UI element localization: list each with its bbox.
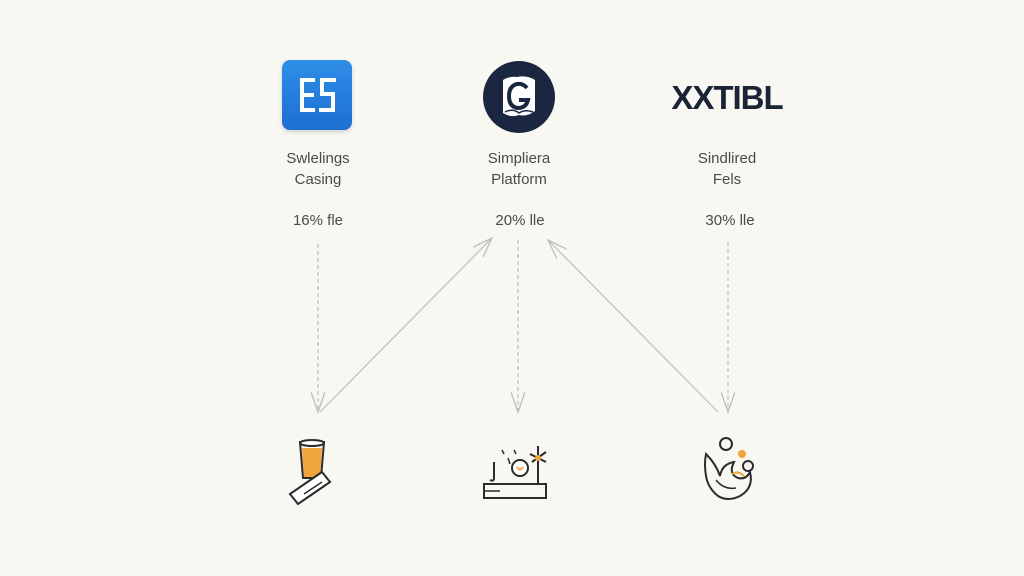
xxtibl-wordmark-logo: XXTIBL (671, 79, 783, 116)
provider-3-fee: 30% lle (705, 212, 755, 229)
provider-2-name-line2: Platform (491, 171, 547, 188)
provider-1-name-line1: Swlelings (286, 150, 350, 167)
es-logo-icon (300, 78, 336, 112)
cup-and-card-icon (288, 439, 332, 506)
navy-circle-logo (483, 61, 555, 133)
provider-1-name: Swlelings Casing (238, 148, 398, 190)
provider-3-name-line2: Fels (712, 171, 742, 188)
blue-square-logo (282, 60, 352, 130)
provider-2-name-line1: Simpliera (487, 150, 551, 167)
provider-2-fee: 20% lle (495, 212, 545, 229)
workbench-tools-icon (483, 446, 547, 499)
hand-with-coins-icon (704, 437, 754, 500)
provider-1-name-line2: Casing (294, 171, 342, 188)
provider-3-name-line1: Sindlired (697, 150, 757, 167)
provider-2-name: Simpliera Platform (439, 148, 599, 190)
g-shield-logo-icon (503, 76, 535, 117)
provider-3-name: Sindlired Fels (647, 148, 807, 190)
arrow-diagonal-up (319, 238, 492, 413)
arrow-diagonal-up-left (548, 240, 719, 413)
provider-1-fee: 16% fle (292, 212, 344, 229)
